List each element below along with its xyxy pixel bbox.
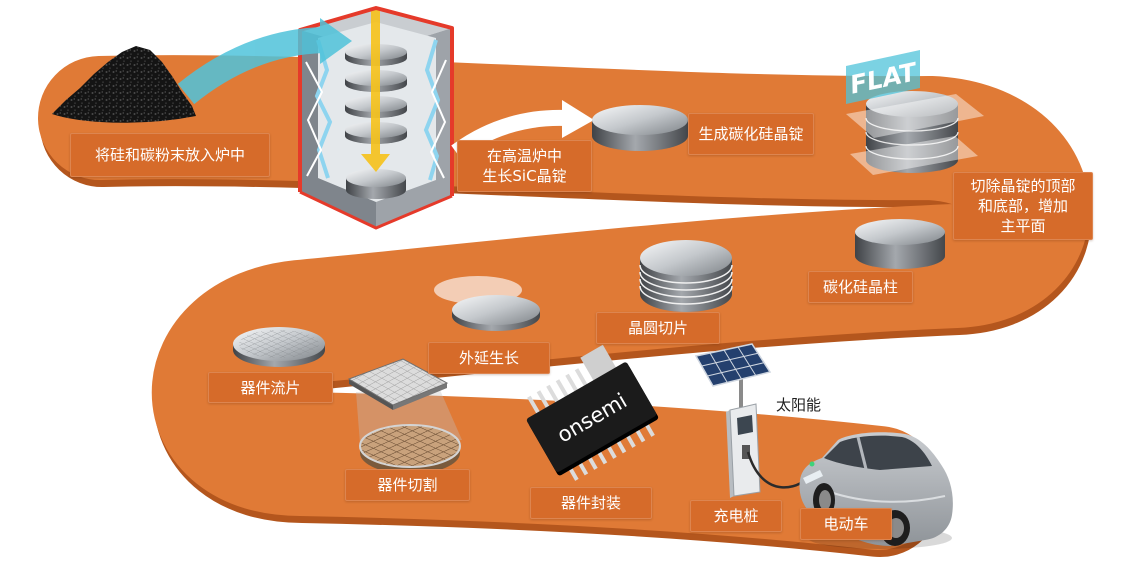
label-line: 生长SiC晶锭 [482,167,567,185]
label-charger: 充电桩 [690,500,782,532]
label-text: 充电桩 [713,507,759,525]
onsemi-chip-package: onsemi [526,344,659,481]
charger-holster [742,445,750,459]
label-grow-ingot: 在高温炉中 生长SiC晶锭 [457,140,592,192]
grown-ingot-disc [346,169,406,199]
label-text: 器件流片 [240,378,301,397]
powder-heap [52,46,196,123]
label-boule: 碳化硅晶柱 [808,271,913,303]
label-solar: 太阳能 [776,396,822,414]
cut-plane-top [846,94,984,138]
label-load-powder: 将硅和碳粉末放入炉中 [70,133,270,177]
label-wafer-slicing: 晶圆切片 [596,312,720,344]
silicon-carbon-powder-pile [52,46,196,123]
chip-pins-top [527,368,589,416]
epitaxial-wafer [434,276,540,331]
label-text: 器件切割 [377,476,438,494]
trimmed-ingot-stack [846,91,984,175]
feed-arrow [177,18,352,105]
label-line: 在高温炉中 [486,147,562,165]
label-packaging: 器件封装 [530,487,652,519]
chip-body [526,362,657,472]
solar-panel [694,343,772,408]
diced-wafer [359,424,461,474]
label-text: 将硅和碳粉末放入炉中 [94,146,245,164]
solar-pole [739,378,743,408]
sliced-wafer-stack [639,240,733,312]
label-text: 电动车 [823,515,869,533]
label-text: 生成碳化硅晶锭 [698,125,804,143]
label-epitaxy: 外延生长 [428,342,550,374]
label-text: 器件封装 [560,494,621,512]
cut-plane-bottom [850,136,978,175]
car-headlight [803,470,823,484]
furnace-red-base [299,190,453,230]
device-wafer [233,327,325,367]
label-line: 和底部，增加 [977,197,1068,215]
label-ev: 电动车 [800,508,892,540]
cavity-edge-left [314,39,333,179]
heat-flow-arrow [361,8,390,172]
sic-boule [855,219,945,269]
sic-growth-furnace [298,6,454,230]
wall-crack-left [305,61,324,177]
label-text: 碳化硅晶柱 [822,278,898,296]
charge-port-light [809,461,815,467]
wall-crack-right [429,59,447,179]
car-windows [824,435,932,470]
label-dicing: 器件切割 [345,469,470,501]
label-device-fab: 器件流片 [208,372,333,403]
label-line: 主平面 [1000,217,1046,235]
charger-screen [737,415,753,435]
label-text: 晶圆切片 [627,319,688,337]
furnace-red-outline [298,6,454,196]
sic-ingot-disc [592,105,688,151]
label-ingot-formed: 生成碳化硅晶锭 [688,113,814,155]
label-trim-ingot: 切除晶锭的顶部 和底部，增加 主平面 [953,172,1093,240]
label-line: 切除晶锭的顶部 [970,177,1076,195]
label-text: 外延生长 [458,349,519,367]
device-die [347,358,462,444]
